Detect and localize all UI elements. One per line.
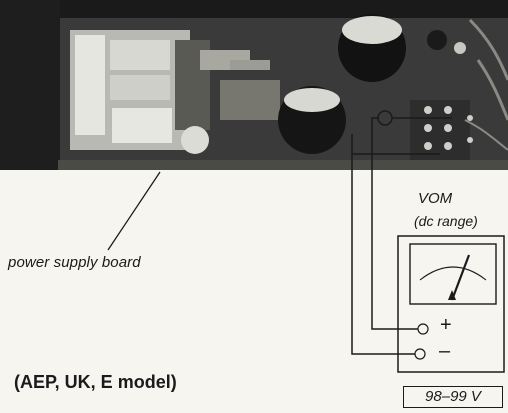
- vom-title: VOM: [418, 190, 453, 207]
- power-supply-board-label: power supply board: [8, 254, 141, 271]
- board-photo: [0, 0, 508, 170]
- negative-lead: [351, 153, 415, 355]
- vom-meter: [397, 235, 505, 373]
- voltage-reading: 98–99 V: [403, 386, 503, 408]
- test-leads: [351, 110, 452, 355]
- board-pointer-line: [107, 171, 161, 251]
- plus-terminal-label: +: [440, 314, 452, 336]
- minus-terminal-label: –: [439, 340, 451, 362]
- plus-terminal: [417, 323, 429, 335]
- vom-range-label: (dc range): [414, 213, 478, 229]
- minus-terminal: [414, 348, 426, 360]
- meter-needle: [450, 254, 471, 301]
- positive-lead: [371, 117, 418, 330]
- model-note: (AEP, UK, E model): [14, 372, 177, 392]
